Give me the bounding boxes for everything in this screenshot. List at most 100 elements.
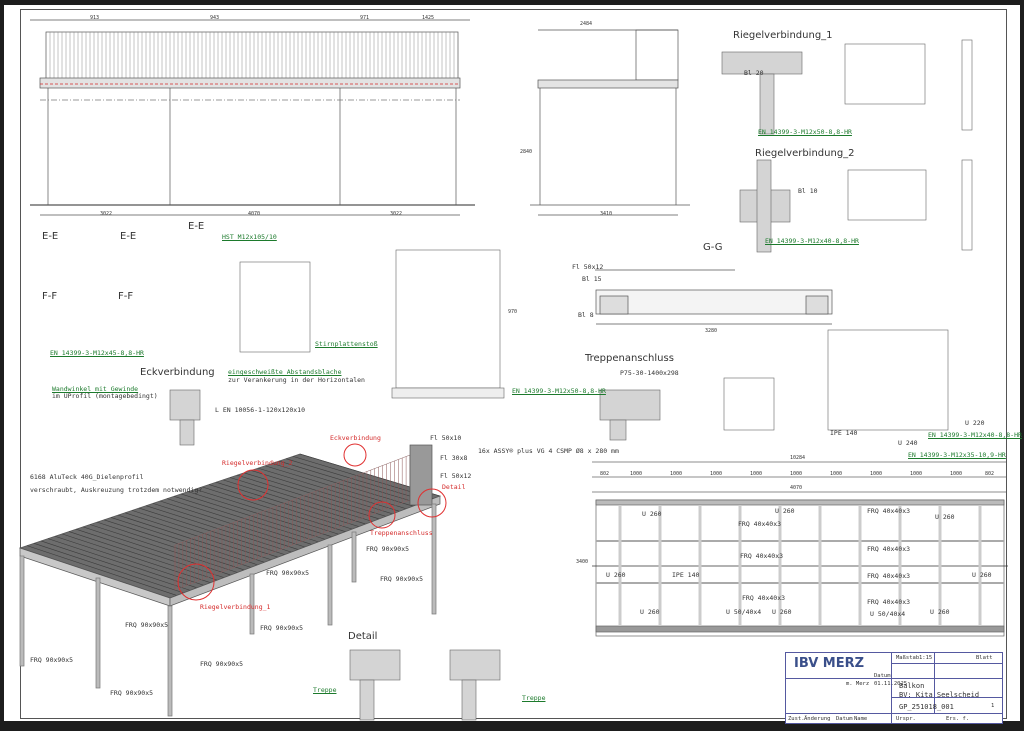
title-block: IBV MERZ Maßstab 1:15 Blatt Datum 01.11.… <box>785 652 1003 724</box>
dimension-text: 1000 <box>910 471 923 477</box>
plate-label: Fl 30x8 <box>440 454 468 462</box>
scale-value: 1:15 <box>919 655 933 661</box>
isometric-view <box>18 443 447 717</box>
drawing-frame <box>20 9 1007 719</box>
dimension-text: 970 <box>508 309 518 315</box>
deck-slat <box>96 521 245 571</box>
deck-slat <box>103 519 252 568</box>
dimension-text: 1000 <box>630 471 643 477</box>
profile-label: IPE 140 <box>830 429 858 437</box>
dimension-text: 1425 <box>422 15 435 21</box>
dimension-text: 943 <box>210 15 220 21</box>
plate-label: Bl 10 <box>798 187 818 195</box>
dimension-text: 1000 <box>670 471 683 477</box>
profile-label: FRQ 40x40x3 <box>738 520 782 528</box>
profile-label: U 240 <box>898 439 918 447</box>
bolt-label: EN 14399-3-M12x40-8,8-HR <box>765 237 859 245</box>
column-label: FRQ 90x90x5 <box>110 689 154 697</box>
title-section-f-f: F-F <box>42 291 58 302</box>
bolt-label: EN 14399-3-M12x35-10,9-HR <box>908 451 1006 459</box>
deck-slat <box>194 488 339 535</box>
company-logo: IBV MERZ <box>794 656 865 671</box>
date-label: Datum <box>874 673 891 679</box>
dimension-text: 10284 <box>790 455 806 461</box>
footer-label: Name <box>854 716 868 722</box>
dimension-text: 3022 <box>390 211 403 217</box>
deck-slat <box>145 505 292 553</box>
footer-label: Datum <box>836 716 853 722</box>
deck-slat <box>75 528 225 578</box>
dimension-text: 3280 <box>705 328 718 334</box>
deck-slat <box>271 463 414 507</box>
deck-slat <box>173 496 319 543</box>
deck-slat <box>131 510 279 558</box>
profile-label: U 50/40x4 <box>726 608 762 616</box>
floor-plan <box>592 461 1008 637</box>
stair-label: Treppe <box>522 694 546 702</box>
bolt-label: EN 14399-3-M12x45-8,8-HR <box>50 349 144 357</box>
profile-label: U 260 <box>935 513 955 521</box>
deck-slat <box>215 481 360 527</box>
plate-label: Bl 15 <box>582 275 602 283</box>
dimension-text: 3410 <box>600 211 613 217</box>
title-detail: Detail <box>348 631 378 642</box>
footer-label: Zust. <box>788 716 805 722</box>
detail-parts <box>169 39 973 721</box>
deck-slat <box>222 479 366 525</box>
footer-label: Urspr. <box>896 716 916 722</box>
deck-slat <box>152 503 299 550</box>
dimension-text: 1000 <box>870 471 883 477</box>
angle-label: im UProfil (montagebedingt) <box>52 392 158 400</box>
dimension-text: 1000 <box>790 471 803 477</box>
deck-slat <box>68 531 218 581</box>
profile-label: U 220 <box>965 419 985 427</box>
plate-label: Bl 8 <box>578 311 594 319</box>
screw-label: 16x ASSY® plus VG 4 CSMP Ø8 x 280 mm <box>478 447 619 455</box>
column-label: FRQ 90x90x5 <box>260 624 304 632</box>
deck-slat <box>40 540 191 591</box>
profile-label: FRQ 40x40x3 <box>867 507 911 515</box>
deck-slat <box>250 470 393 515</box>
sheet-number: 1 <box>991 703 995 709</box>
profile-label: U 260 <box>972 571 992 579</box>
profile-label: FRQ 40x40x3 <box>867 545 911 553</box>
deck-slat <box>138 507 285 555</box>
dimension-text: 1000 <box>750 471 763 477</box>
deck-slat <box>47 538 198 589</box>
section-g-g <box>595 269 833 325</box>
bolt-label: EN 14399-3-M12x50-8,8-HR <box>512 387 606 395</box>
profile-label: U 50/40x4 <box>870 610 906 618</box>
plate-label: eingeschweißte Abstandsblache <box>228 368 342 376</box>
profile-label: FRQ 40x40x3 <box>867 572 911 580</box>
callout-eckverbindung: Eckverbindung <box>330 434 381 442</box>
plate-label: Fl 50x12 <box>440 472 472 480</box>
side-elevation <box>530 29 690 216</box>
callout-riegelverbindung-1: Riegelverbindung_1 <box>200 603 271 611</box>
title-section-e-e: E-E <box>120 231 137 242</box>
dimension-text: 802 <box>600 471 610 477</box>
drawing-number: GP_251018_001 <box>899 703 954 711</box>
dimension-text: 4070 <box>790 485 803 491</box>
column-label: FRQ 90x90x5 <box>380 575 424 583</box>
date-value: 01.11.2025 <box>874 681 908 687</box>
deck-slat <box>201 486 346 532</box>
profile-label: U 260 <box>640 608 660 616</box>
deck-slat <box>285 458 427 502</box>
dimension-text: 1000 <box>830 471 843 477</box>
scale-label: Maßstab <box>896 655 920 661</box>
profile-label: IPE 140 <box>672 571 700 579</box>
profile-label: FRQ 40x40x3 <box>867 598 911 606</box>
angle-label: Wandwinkel mit Gewinde <box>52 385 139 393</box>
dimension-text: 1000 <box>950 471 963 477</box>
title-section-f-f: F-F <box>118 291 134 302</box>
decking-note: 6168 AluTeck 40G_Dielenprofil <box>30 473 144 481</box>
dimension-text: 971 <box>360 15 370 21</box>
deck-slat <box>33 543 184 594</box>
deck-slat <box>61 533 211 583</box>
deck-slat <box>166 498 312 545</box>
stair-label: Treppe <box>313 686 337 694</box>
profile-label: P75-30-1400x298 <box>620 369 679 377</box>
column-label: FRQ 90x90x5 <box>125 621 169 629</box>
bolt-label: EN 14399-3-M12x40-8,8-HR <box>928 431 1022 439</box>
column-label: FRQ 90x90x5 <box>366 545 410 553</box>
